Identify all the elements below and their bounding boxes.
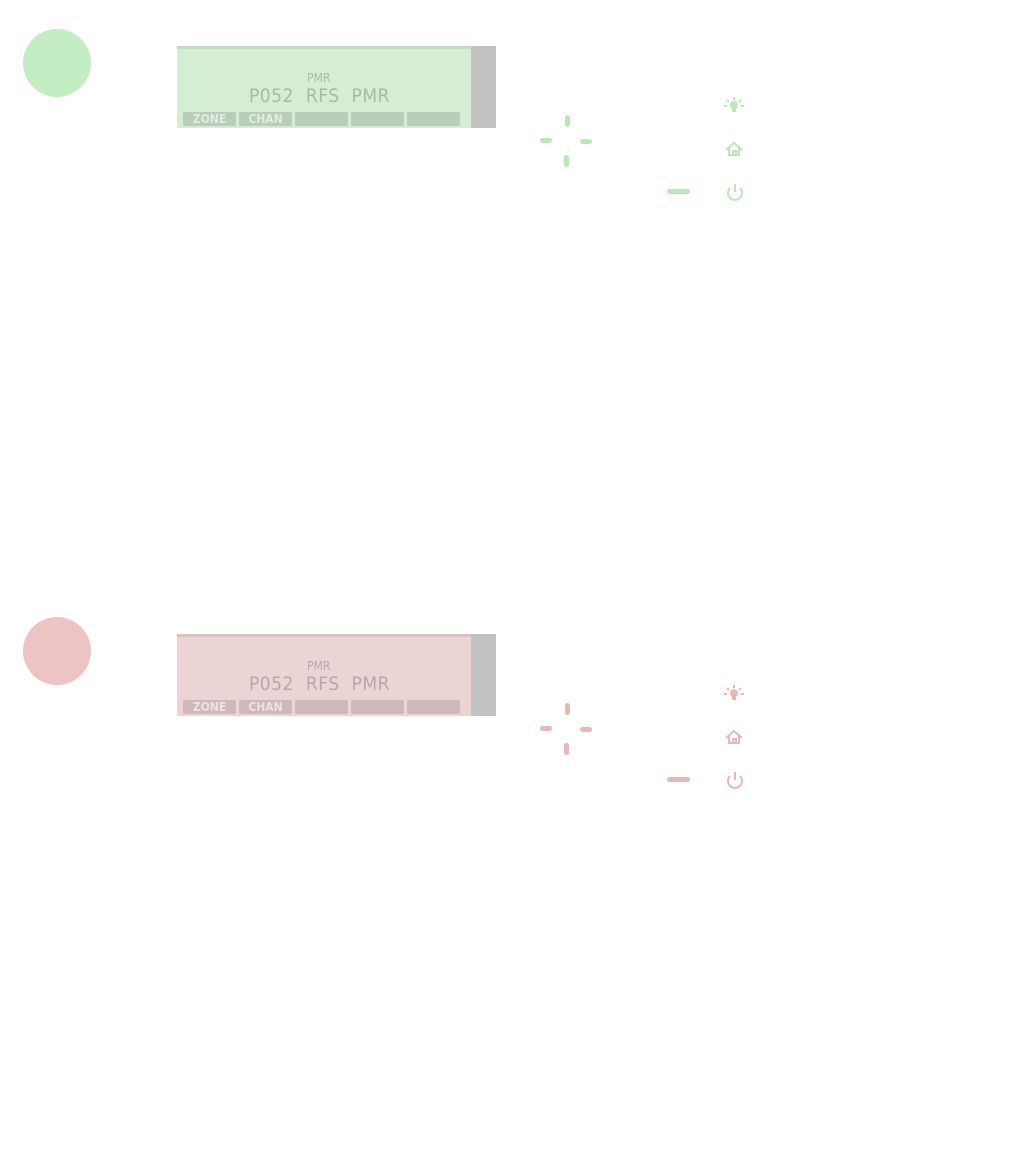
lcd-screen: PMR P052 RFS PMR ZONE CHAN (177, 46, 471, 128)
lcd-top-label: PMR (307, 659, 331, 673)
home-icon[interactable] (723, 727, 745, 749)
nav-up-button[interactable] (565, 703, 570, 715)
nav-left-button[interactable] (540, 138, 552, 143)
softkey-4[interactable] (351, 700, 404, 714)
menu-bar-button[interactable] (667, 189, 690, 194)
nav-left-button[interactable] (540, 726, 552, 731)
status-indicator (23, 617, 91, 685)
power-icon[interactable] (724, 182, 746, 204)
lcd-main-line: P052 RFS PMR (249, 85, 390, 107)
home-icon[interactable] (723, 139, 745, 161)
light-icon[interactable] (723, 684, 745, 706)
nav-down-button[interactable] (564, 155, 569, 167)
lcd-display: PMR P052 RFS PMR ZONE CHAN (177, 46, 496, 128)
softkey-3[interactable] (295, 112, 348, 126)
radio-panel: PMR P052 RFS PMR ZONE CHAN (0, 588, 1024, 1176)
lcd-main-line: P052 RFS PMR (249, 673, 390, 695)
nav-up-button[interactable] (565, 115, 570, 127)
lcd-side-strip (471, 46, 496, 128)
softkey-5[interactable] (407, 700, 460, 714)
light-icon[interactable] (723, 96, 745, 118)
softkey-chan[interactable]: CHAN (239, 700, 292, 714)
softkey-3[interactable] (295, 700, 348, 714)
menu-bar-button[interactable] (667, 777, 690, 782)
softkey-4[interactable] (351, 112, 404, 126)
nav-right-button[interactable] (580, 139, 592, 144)
lcd-display: PMR P052 RFS PMR ZONE CHAN (177, 634, 496, 716)
nav-right-button[interactable] (580, 727, 592, 732)
softkey-zone[interactable]: ZONE (183, 700, 236, 714)
lcd-screen: PMR P052 RFS PMR ZONE CHAN (177, 634, 471, 716)
nav-down-button[interactable] (564, 743, 569, 755)
softkey-zone[interactable]: ZONE (183, 112, 236, 126)
lcd-side-strip (471, 634, 496, 716)
lcd-top-label: PMR (307, 71, 331, 85)
softkey-5[interactable] (407, 112, 460, 126)
power-icon[interactable] (724, 770, 746, 792)
radio-panel: PMR P052 RFS PMR ZONE CHAN (23, 29, 746, 204)
status-indicator (23, 29, 91, 97)
softkey-chan[interactable]: CHAN (239, 112, 292, 126)
